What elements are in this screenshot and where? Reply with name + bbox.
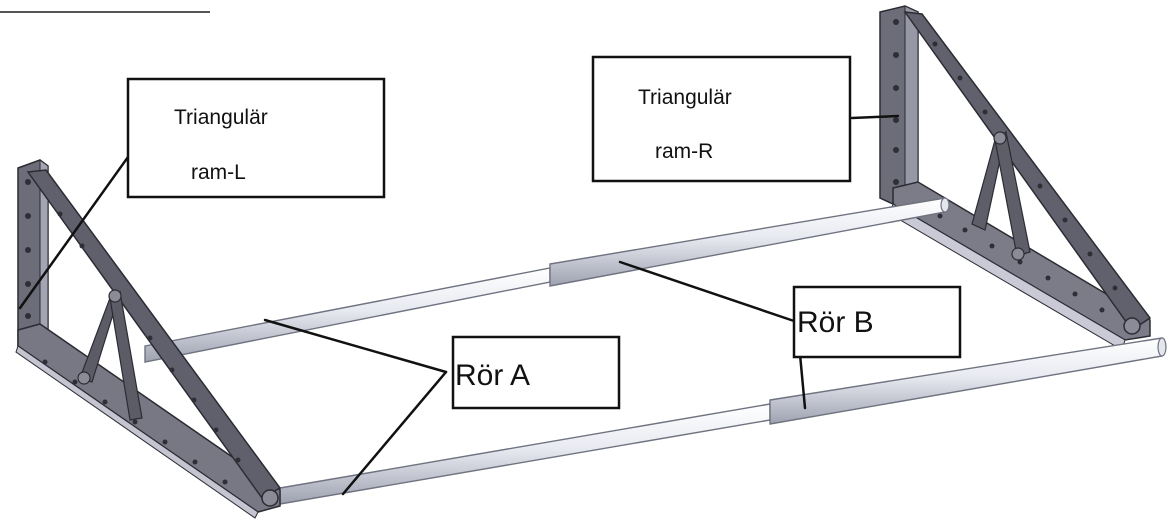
callout-frame-right-line1: Triangulär [638, 86, 732, 109]
leader-frame-right [850, 114, 900, 120]
callout-frame-left-line1: Triangulär [174, 106, 268, 129]
callout-frame-right-line2: ram-R [655, 140, 713, 163]
leader-frame-left [18, 148, 135, 310]
tube-back [144, 197, 950, 363]
callout-tube-a-label: Rör A [455, 359, 530, 392]
tube-front [279, 337, 1167, 505]
callout-tube-b-label: Rör B [797, 306, 874, 339]
triangular-frame-left [15, 159, 282, 519]
callout-frame-left-line2: ram-L [191, 161, 246, 184]
callout-frame-left: Triangulär ram-L [126, 77, 386, 199]
leader-tube-a-front [341, 370, 448, 496]
callout-tube-b: Rör B [792, 285, 962, 359]
callout-tube-a: Rör A [451, 335, 621, 410]
leader-tube-b-back [618, 260, 799, 324]
callout-frame-right: Triangulär ram-R [591, 55, 852, 183]
leader-tube-a-back [263, 318, 448, 374]
triangular-frame-right [879, 5, 1152, 351]
